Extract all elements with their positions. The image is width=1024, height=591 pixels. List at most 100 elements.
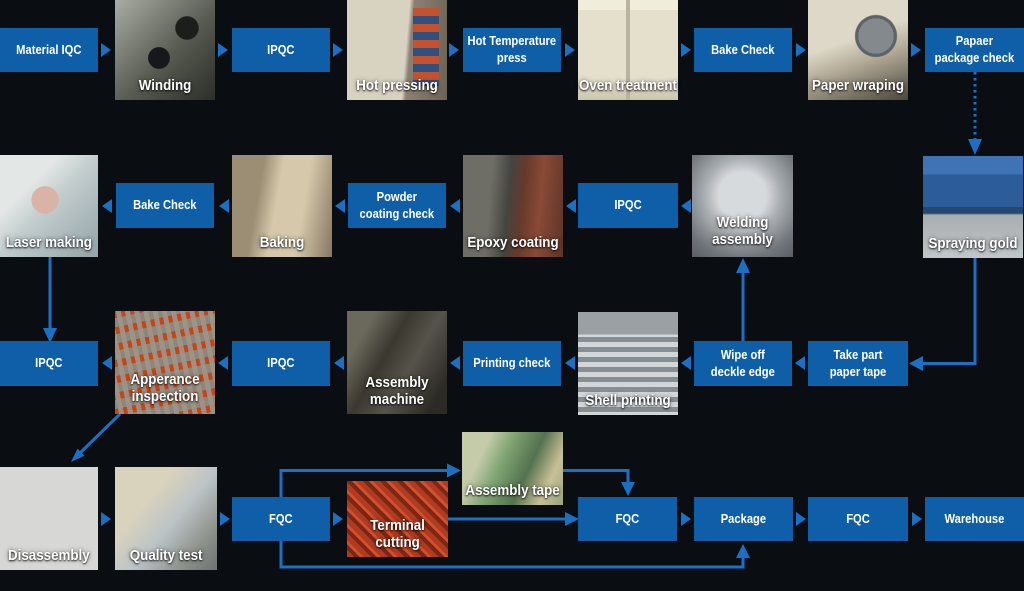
arrow-right-icon bbox=[101, 43, 111, 57]
arrow-left-icon bbox=[102, 199, 112, 213]
step-box-bake-check-1: Bake Check bbox=[694, 28, 792, 72]
step-label: Warehouse bbox=[944, 510, 1005, 526]
step-box-material-iqc: Material IQC bbox=[0, 28, 98, 72]
arrow-right-icon bbox=[220, 512, 230, 526]
step-label: IPQC bbox=[614, 197, 642, 213]
photo-quality-test: Quality test bbox=[115, 467, 217, 570]
photo-epoxy-coating: Epoxy coating bbox=[463, 155, 563, 257]
step-box-hot-temperature-press: Hot Temperature press bbox=[463, 28, 561, 72]
photo-caption: Assembly machine bbox=[365, 374, 429, 408]
arrow-left-icon bbox=[102, 356, 112, 370]
arrow-left-icon bbox=[566, 199, 576, 213]
arrow-left-icon bbox=[450, 356, 460, 370]
photo-caption: Quality test bbox=[129, 546, 203, 564]
step-label: IPQC bbox=[267, 355, 295, 371]
step-box-printing-check: Printing check bbox=[463, 341, 561, 386]
step-box-fqc-3: FQC bbox=[808, 497, 908, 541]
arrow-right-icon bbox=[333, 512, 343, 526]
arrow-right-icon bbox=[796, 43, 806, 57]
photo-assembly-tape: Assembly tape bbox=[462, 432, 563, 505]
photo-caption: Paper wraping bbox=[811, 76, 904, 94]
arrow-left-icon bbox=[681, 199, 691, 213]
photo-terminal-cutting: Terminal cutting bbox=[347, 481, 448, 557]
photo-baking: Baking bbox=[232, 155, 332, 257]
arrow-left-icon bbox=[219, 199, 229, 213]
photo-caption: Oven treatment bbox=[579, 76, 677, 94]
photo-caption: Laser making bbox=[5, 233, 93, 251]
connector-package-check-to-spraying-gold bbox=[968, 72, 982, 155]
step-label: Powder coating check bbox=[359, 188, 435, 221]
photo-disassembly: Disassembly bbox=[0, 467, 98, 570]
step-box-ipqc-4: IPQC bbox=[232, 341, 330, 386]
arrow-right-icon bbox=[681, 43, 691, 57]
step-label: Package bbox=[720, 510, 767, 526]
photo-caption: Shell printing bbox=[585, 391, 671, 409]
step-label: Wipe off deckle edge bbox=[710, 346, 776, 379]
connector-terminal-cutting-to-fqc bbox=[448, 512, 579, 526]
arrow-right-icon bbox=[796, 512, 806, 526]
arrow-left-icon bbox=[565, 356, 575, 370]
arrow-left-icon bbox=[334, 356, 344, 370]
arrow-right-icon bbox=[101, 512, 111, 526]
step-label: FQC bbox=[269, 510, 293, 526]
step-label: FQC bbox=[615, 510, 640, 526]
photo-laser-making: Laser making bbox=[0, 155, 98, 257]
photo-caption: Assembly tape bbox=[465, 481, 560, 499]
step-box-papaer-package-check: Papaer package check bbox=[925, 28, 1024, 72]
connector-assembly-tape-to-fqc bbox=[563, 469, 635, 496]
photo-paper-wraping: Paper wraping bbox=[808, 0, 908, 100]
step-label: Take part paper tape bbox=[829, 346, 887, 379]
photo-caption: Disassembly bbox=[8, 546, 90, 564]
step-label: IPQC bbox=[35, 355, 63, 371]
connector-apperance-inspection-to-disassembly bbox=[71, 412, 122, 462]
step-label: Printing check bbox=[473, 355, 551, 371]
photo-shell-printing: Shell printing bbox=[578, 312, 678, 415]
photo-welding-assembly: Welding assembly bbox=[692, 155, 793, 257]
step-label: Material IQC bbox=[16, 41, 82, 57]
photo-winding: Winding bbox=[115, 0, 215, 100]
arrow-right-icon bbox=[218, 43, 228, 57]
photo-hot-pressing: Hot pressing bbox=[347, 0, 447, 100]
arrow-left-icon bbox=[681, 356, 691, 370]
photo-caption: Epoxy coating bbox=[467, 233, 559, 251]
step-label: Papaer package check bbox=[934, 33, 1015, 65]
arrow-right-icon bbox=[912, 512, 922, 526]
step-box-package: Package bbox=[694, 497, 793, 541]
photo-caption: Hot pressing bbox=[356, 76, 438, 94]
photo-caption: Spraying gold bbox=[928, 234, 1018, 252]
arrow-left-icon bbox=[218, 356, 228, 370]
step-box-fqc-1: FQC bbox=[232, 497, 330, 541]
step-label: FQC bbox=[846, 510, 870, 526]
arrow-right-icon bbox=[449, 43, 459, 57]
step-box-wipe-off-deckle-edge: Wipe off deckle edge bbox=[694, 341, 792, 386]
photo-assembly-machine: Assembly machine bbox=[347, 311, 447, 414]
arrow-right-icon bbox=[333, 43, 343, 57]
step-box-take-part-paper-tape: Take part paper tape bbox=[808, 341, 908, 386]
connector-spraying-gold-to-take-part-paper-tape bbox=[909, 257, 977, 371]
photo-apperance-inspection: Apperance inspection bbox=[115, 311, 215, 414]
connector-wipe-off-deckle-edge-to-welding-assembly bbox=[736, 258, 750, 341]
step-box-powder-coating-check: Powder coating check bbox=[348, 183, 446, 228]
photo-caption: Apperance inspection bbox=[130, 371, 200, 405]
photo-caption: Terminal cutting bbox=[370, 517, 425, 551]
photo-spraying-gold: Spraying gold bbox=[923, 156, 1023, 258]
step-label: Bake Check bbox=[133, 197, 197, 213]
arrow-right-icon bbox=[681, 512, 691, 526]
photo-caption: Winding bbox=[138, 76, 192, 94]
arrow-right-icon bbox=[911, 43, 921, 57]
step-box-ipqc-1: IPQC bbox=[232, 28, 330, 72]
step-box-fqc-2: FQC bbox=[578, 497, 677, 541]
step-box-ipqc-3: IPQC bbox=[0, 341, 98, 386]
photo-oven-treatment: Oven treatment bbox=[578, 0, 678, 100]
photo-caption: Baking bbox=[259, 233, 305, 251]
arrow-left-icon bbox=[450, 199, 460, 213]
connector-laser-making-to-ipqc bbox=[43, 257, 57, 343]
arrow-right-icon bbox=[565, 43, 575, 57]
photo-caption: Welding assembly bbox=[712, 214, 773, 248]
step-label: IPQC bbox=[267, 41, 295, 57]
step-box-bake-check-2: Bake Check bbox=[116, 183, 214, 228]
step-box-ipqc-2: IPQC bbox=[578, 183, 678, 228]
step-box-warehouse: Warehouse bbox=[925, 497, 1024, 541]
step-label: Hot Temperature press bbox=[467, 33, 557, 65]
